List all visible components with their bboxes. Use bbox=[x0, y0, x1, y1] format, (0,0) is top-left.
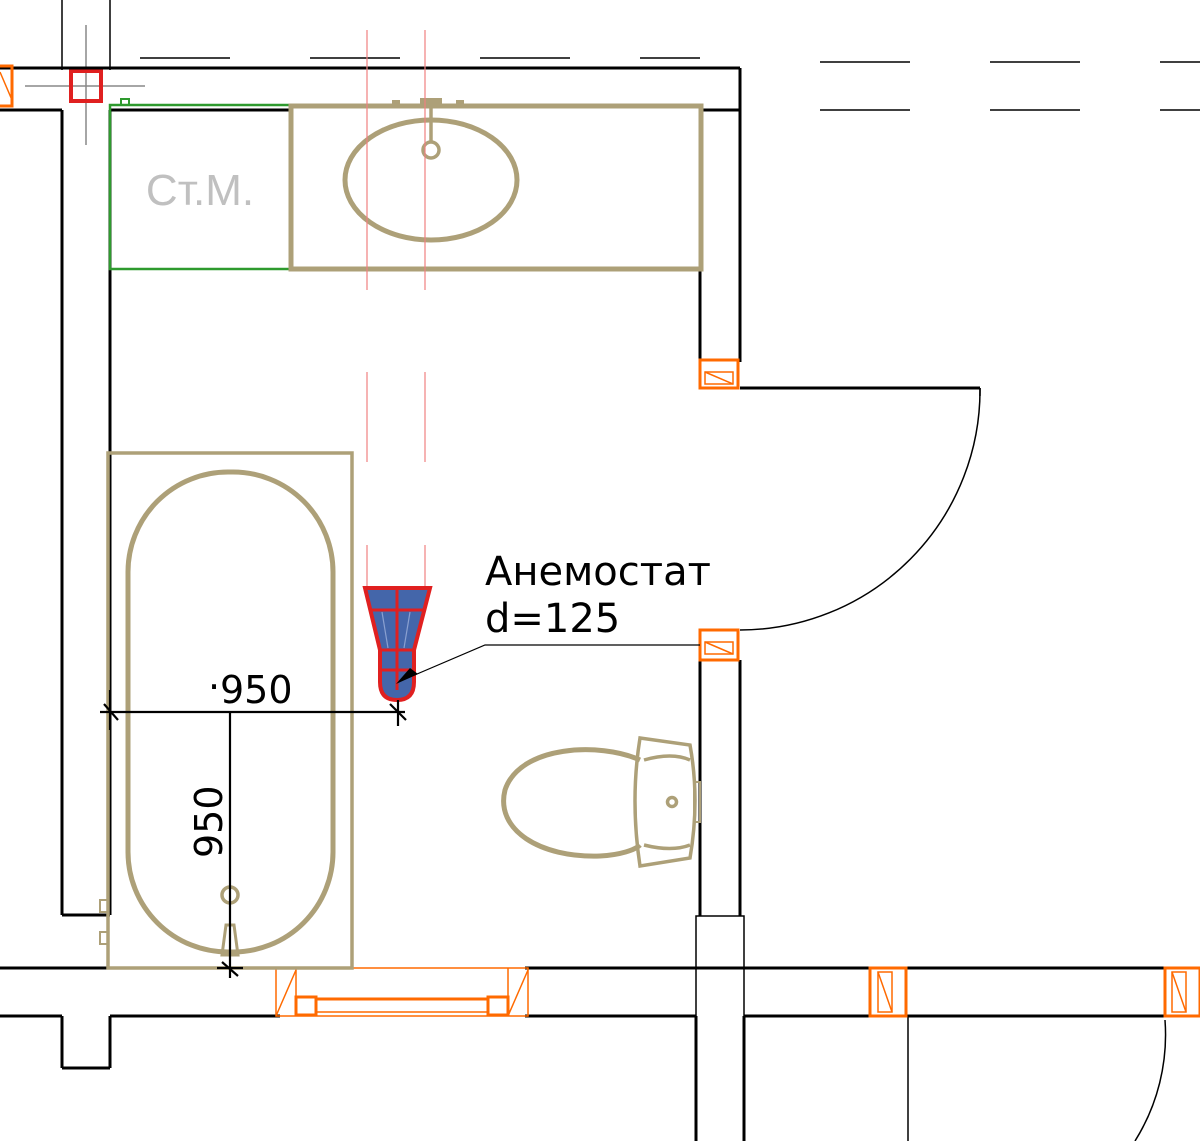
washing-machine-label: Ст.М. bbox=[146, 166, 254, 215]
toilet bbox=[501, 736, 701, 869]
diffuser-title: Анемостат bbox=[485, 549, 711, 595]
dim-horizontal-prefix: · bbox=[208, 665, 220, 709]
top-wall bbox=[0, 57, 1200, 112]
vanity-sink bbox=[288, 98, 704, 272]
dim-vertical-label: 950 bbox=[187, 785, 231, 858]
diffuser-size: d=125 bbox=[485, 596, 620, 642]
dimensions: · 950 950 bbox=[100, 665, 407, 978]
dim-horizontal-label: 950 bbox=[220, 668, 293, 712]
diffuser-annotation: Анемостат d=125 bbox=[396, 549, 711, 684]
opening-markers bbox=[275, 358, 1200, 1018]
right-partition bbox=[695, 68, 980, 1016]
door bbox=[739, 387, 1167, 1141]
column-marker bbox=[25, 0, 145, 145]
axis-lines bbox=[366, 30, 426, 590]
bottom-wall bbox=[0, 966, 1165, 1141]
washing-machine: Ст.М. bbox=[108, 103, 292, 271]
left-wall bbox=[60, 110, 112, 1070]
